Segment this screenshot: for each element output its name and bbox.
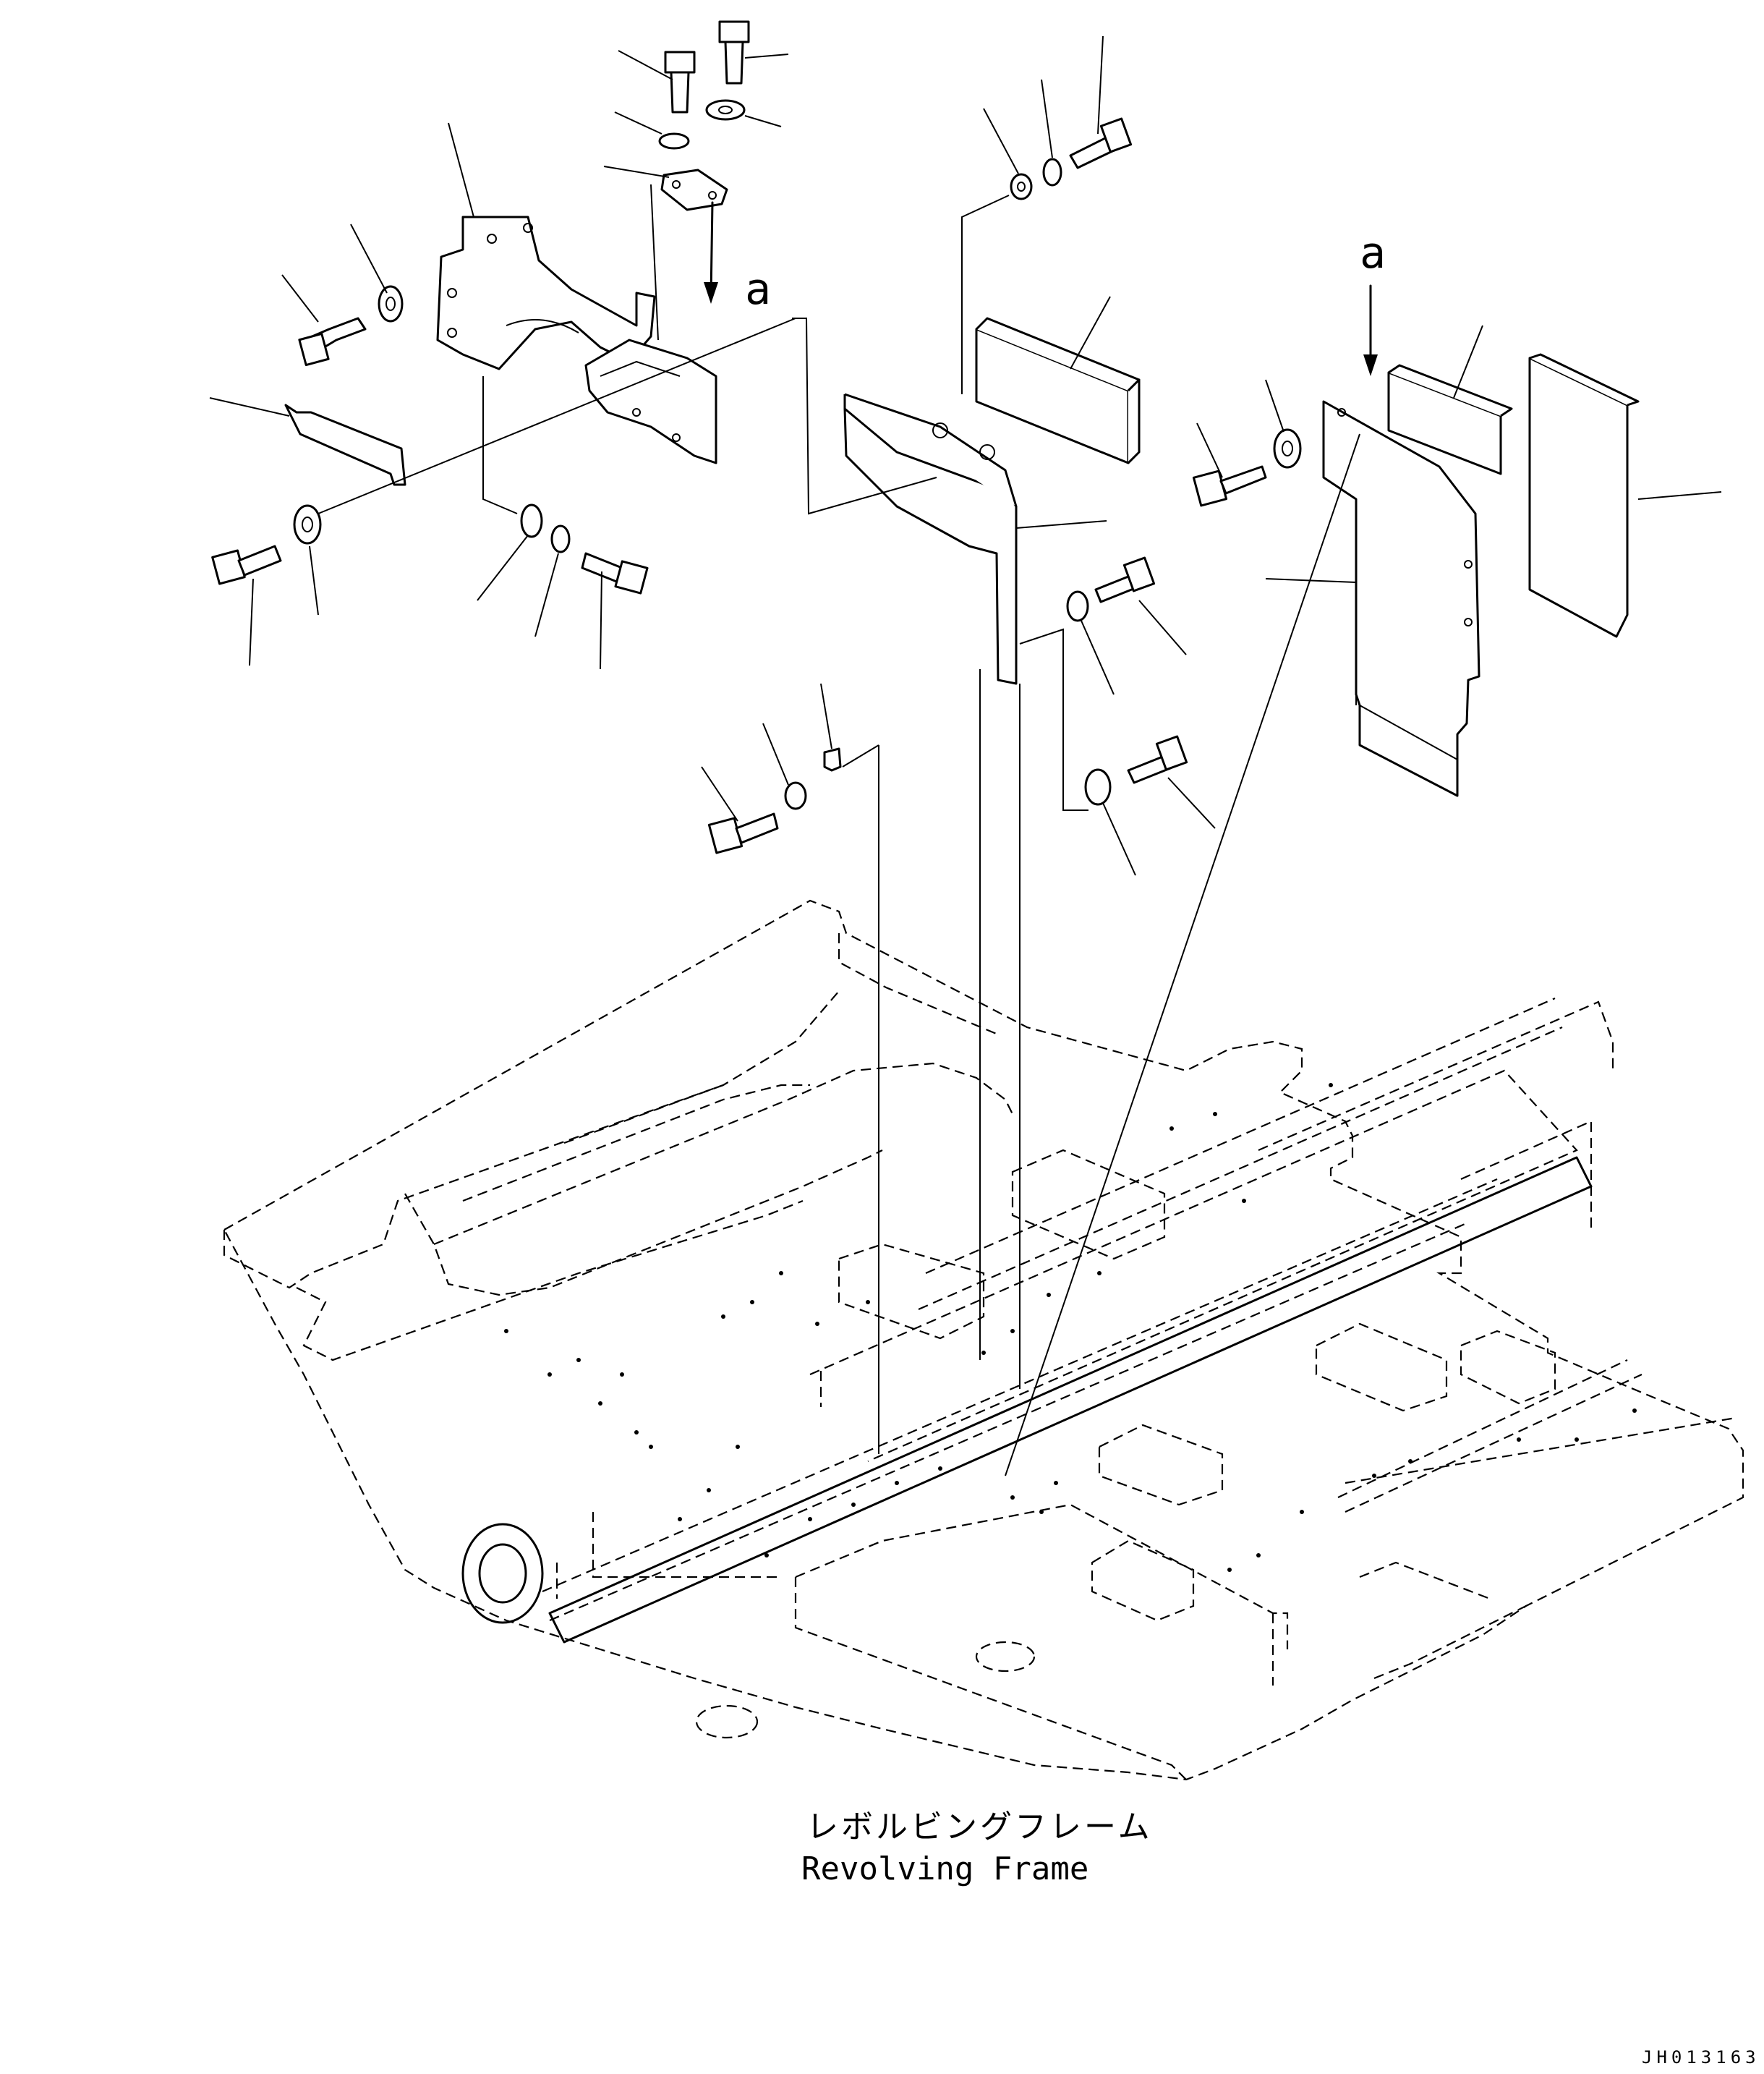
washer-left-1: [378, 285, 404, 323]
frame-label-en: Revolving Frame: [801, 1850, 1088, 1887]
small-plate: [660, 169, 728, 211]
washer-mid-low-2: [1084, 768, 1112, 806]
bolt-right: [1192, 465, 1267, 507]
right-pad-large: [1528, 353, 1640, 638]
bolt-top-2: [718, 20, 750, 85]
bolt-mid-low-2: [1127, 735, 1188, 784]
view-arrow-left: [704, 201, 718, 304]
washer-mid-low-1: [1066, 590, 1089, 622]
middle-bracket: [843, 393, 1018, 685]
washer-mid-2: [550, 524, 571, 553]
bolt-left-1: [298, 317, 367, 367]
bolt-mid-low-1: [1094, 556, 1156, 603]
frame-holes: [504, 1083, 1637, 1572]
duct-bracket: [584, 339, 717, 464]
washer-top-2: [705, 99, 746, 121]
leader-lines: [209, 35, 1722, 876]
bolt-mid-top: [1069, 117, 1133, 169]
clip: [823, 747, 842, 772]
right-pad-small: [1387, 364, 1513, 475]
view-arrow-label-right: a: [1360, 228, 1386, 279]
washer-lower-left: [784, 781, 807, 810]
frame-label-jp: レボルビングフレーム: [806, 1809, 1153, 1845]
view-arrow-right: [1363, 284, 1378, 376]
washer-mid-top-2: [1042, 158, 1062, 187]
assembly-lines: [318, 184, 1360, 1476]
washer-top-1: [658, 132, 690, 150]
middle-pad: [975, 317, 1141, 464]
bolt-mid-1: [581, 552, 649, 595]
bolt-lower-left: [707, 812, 779, 854]
bolt-left-2: [211, 545, 282, 585]
right-cover-bracket: [1322, 400, 1480, 797]
bolt-top-1: [664, 51, 696, 114]
view-arrow-label-left: a: [745, 264, 771, 315]
washer-mid-top-1: [1010, 173, 1033, 200]
washer-right: [1273, 428, 1302, 469]
left-small-bracket: [284, 404, 406, 486]
drawing-code: JH013163: [1642, 2047, 1760, 2067]
washer-mid-1: [520, 503, 543, 538]
revolving-frame: [223, 899, 1744, 1781]
washer-left-2: [293, 504, 322, 545]
